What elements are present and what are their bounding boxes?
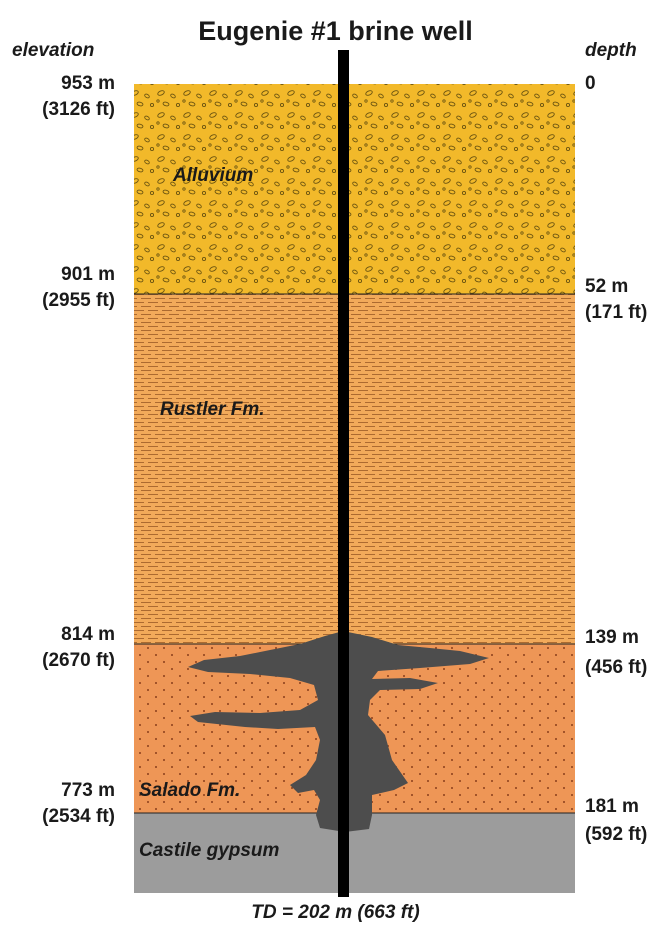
elevation-header: elevation [12, 40, 95, 61]
layer-label-castile: Castile gypsum [139, 840, 280, 861]
layer-rustler-pattern [134, 294, 575, 644]
depth-m-label: 0 [585, 73, 596, 94]
elevation-ft-label: (3126 ft) [42, 99, 115, 120]
borehole [338, 50, 349, 897]
elevation-m-label: 773 m [61, 780, 115, 801]
depth-m-label: 52 m [585, 276, 629, 297]
layer-label-rustler: Rustler Fm. [160, 399, 265, 420]
depth-header: depth [585, 40, 637, 61]
elevation-m-label: 953 m [61, 73, 115, 94]
layer-label-salado: Salado Fm. [139, 780, 241, 801]
depth-ft-label: (171 ft) [585, 302, 648, 323]
depth-m-label: 181 m [585, 796, 639, 817]
elevation-ft-label: (2670 ft) [42, 650, 115, 671]
layer-alluvium-pattern [134, 84, 575, 294]
diagram-title: Eugenie #1 brine well [198, 16, 473, 46]
depth-ft-label: (592 ft) [585, 824, 648, 845]
layer-label-alluvium: Alluvium [173, 165, 254, 186]
depth-m-label: 139 m [585, 627, 639, 648]
elevation-m-label: 901 m [61, 264, 115, 285]
elevation-ft-label: (2534 ft) [42, 806, 115, 827]
total-depth-label: TD = 202 m (663 ft) [251, 902, 420, 923]
elevation-m-label: 814 m [61, 624, 115, 645]
elevation-ft-label: (2955 ft) [42, 290, 115, 311]
depth-ft-label: (456 ft) [585, 657, 648, 678]
